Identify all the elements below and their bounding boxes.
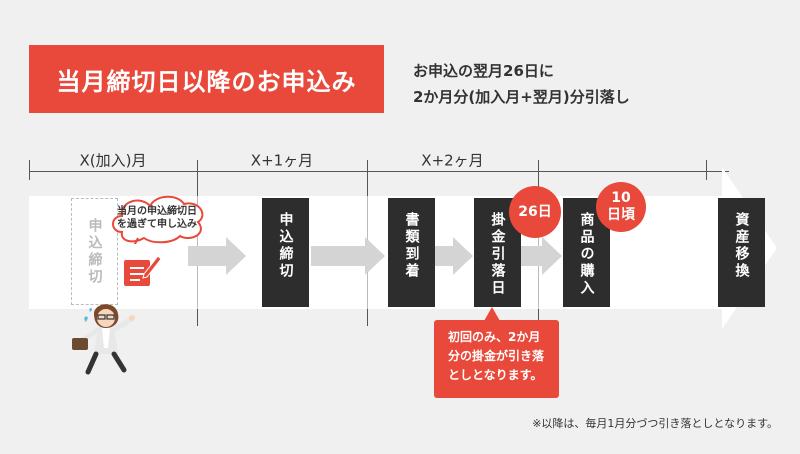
period-label-x1: X+1ヶ月	[250, 151, 314, 170]
timeline-tick	[29, 160, 30, 180]
step-documents-arrive: 書類到着	[388, 198, 435, 307]
badge-day26: 26日	[509, 186, 561, 238]
footnote: ※以降は、毎月1月分づつ引き落としとなります。	[532, 417, 778, 430]
pen-and-paper-icon	[124, 255, 162, 286]
callout-pointer	[484, 307, 500, 321]
flow-arrow	[311, 246, 367, 266]
flow-arrow-head	[365, 237, 385, 275]
step-asset-transfer: 資産移換	[718, 198, 765, 307]
timeline-tick	[706, 160, 707, 180]
badge-day10: 10日頃	[596, 182, 646, 232]
missed-deadline-box: 申込締切	[71, 198, 118, 305]
flow-arrow-head	[453, 237, 473, 275]
cloud-note: 当月の申込締切日を過ぎて申し込み	[117, 206, 197, 230]
timeline-line	[29, 171, 729, 172]
hurried-person-icon	[72, 304, 135, 375]
page-title: 当月締切日以降のお申込み	[29, 45, 384, 113]
flow-arrow	[435, 246, 453, 266]
period-label-x2: X+2ヶ月	[421, 151, 484, 170]
flow-arrow	[188, 246, 226, 266]
flow-arrow-head	[226, 237, 246, 275]
description: お申込の翌月26日に 2か月分(加入月+翌月)分引落し	[413, 58, 630, 110]
flow-arrow-head	[542, 237, 562, 275]
period-label-x: X(加入)月	[79, 151, 147, 170]
step-deadline: 申込締切	[262, 198, 309, 307]
first-debit-callout: 初回のみ、2か月分の掛金が引き落としとなります。	[434, 320, 559, 398]
description-line2: 2か月分(加入月+翌月)分引落し	[413, 88, 630, 106]
flow-arrow	[520, 246, 544, 266]
description-line1: お申込の翌月26日に	[413, 62, 554, 80]
cloud-bubble-icon	[112, 195, 204, 244]
